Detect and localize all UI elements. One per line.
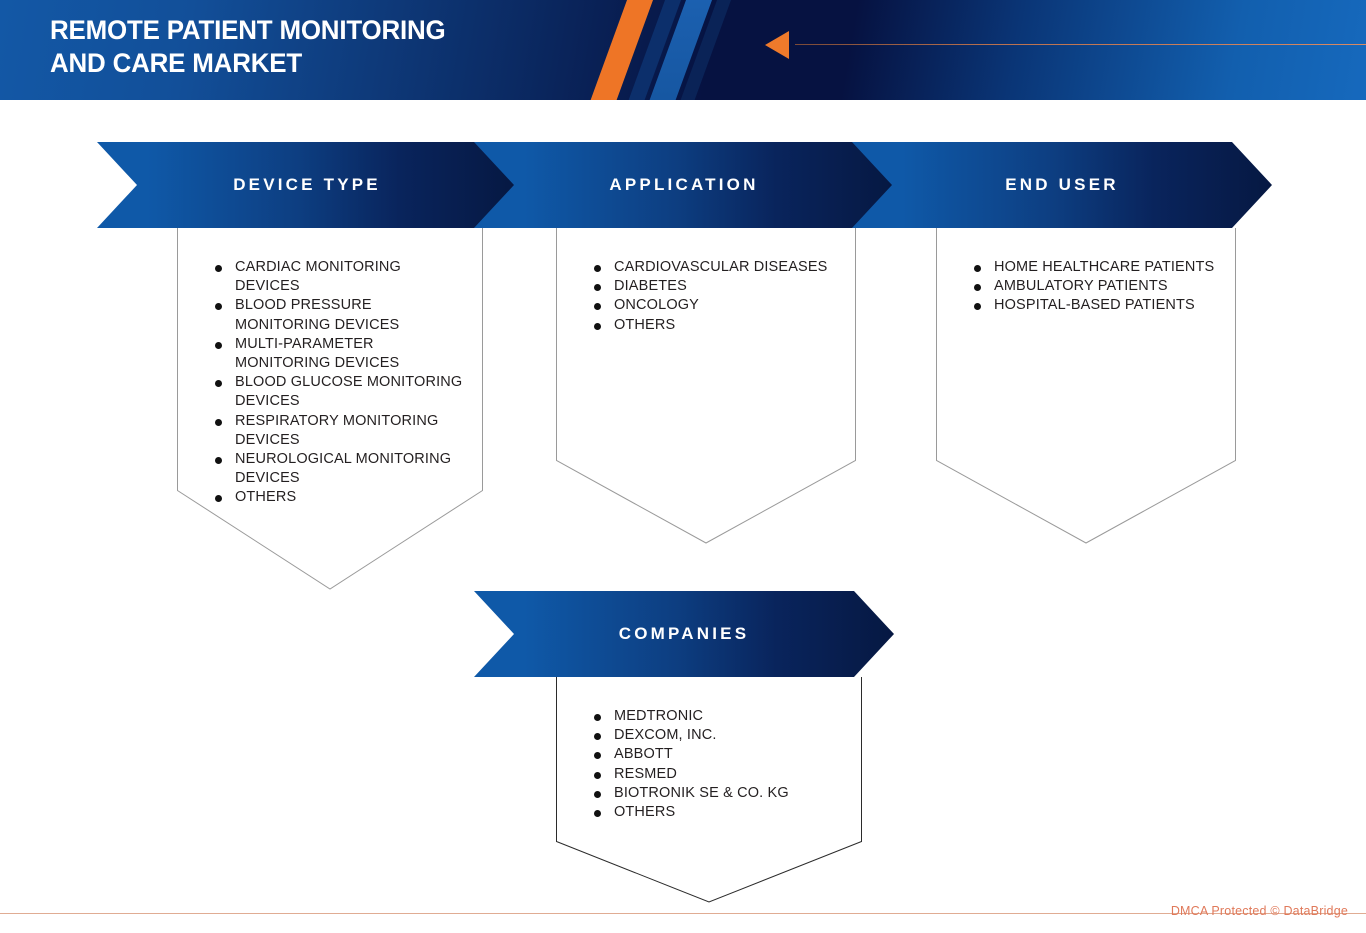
list-item: HOSPITAL-BASED PATIENTS — [974, 296, 1224, 315]
panel-outline-companies — [556, 677, 862, 903]
list-item: DIABETES — [594, 277, 839, 296]
section-header-label: APPLICATION — [609, 175, 759, 194]
header-banner: REMOTE PATIENT MONITORING AND CARE MARKE… — [0, 0, 1366, 100]
list-item: ABBOTT — [594, 745, 849, 764]
list-item: BLOOD PRESSURE MONITORING DEVICES — [215, 296, 465, 334]
list-item: DEXCOM, INC. — [594, 726, 849, 745]
list-item: MULTI-PARAMETER MONITORING DEVICES — [215, 335, 465, 373]
panel-end-user: HOME HEALTHCARE PATIENTS AMBULATORY PATI… — [936, 228, 1236, 544]
dmca-watermark: DMCA Protected © DataBridge — [1170, 904, 1348, 918]
list-item: RESPIRATORY MONITORING DEVICES — [215, 412, 465, 450]
panel-list-device-type: CARDIAC MONITORING DEVICES BLOOD PRESSUR… — [215, 258, 465, 508]
footer-divider — [0, 913, 1366, 914]
panel-outline-end-user — [936, 228, 1236, 544]
panel-list-companies: MEDTRONIC DEXCOM, INC. ABBOTT RESMED BIO… — [594, 707, 849, 822]
list-item: OTHERS — [594, 316, 839, 335]
list-item: BLOOD GLUCOSE MONITORING DEVICES — [215, 373, 465, 411]
section-header-label: END USER — [1005, 175, 1119, 194]
list-item: BIOTRONIK SE & CO. KG — [594, 784, 849, 803]
list-item: CARDIAC MONITORING DEVICES — [215, 258, 465, 296]
list-item: AMBULATORY PATIENTS — [974, 277, 1224, 296]
section-header-application[interactable]: APPLICATION — [474, 142, 894, 228]
list-item: ONCOLOGY — [594, 296, 839, 315]
panel-list-application: CARDIOVASCULAR DISEASES DIABETES ONCOLOG… — [594, 258, 839, 335]
list-item: OTHERS — [594, 803, 849, 822]
left-arrow-icon — [765, 31, 789, 59]
section-header-device-type[interactable]: DEVICE TYPE — [97, 142, 517, 228]
header-horizontal-rule — [795, 44, 1366, 45]
panel-application: CARDIOVASCULAR DISEASES DIABETES ONCOLOG… — [556, 228, 856, 544]
panel-outline-device-type — [177, 228, 483, 590]
list-item: MEDTRONIC — [594, 707, 849, 726]
panel-outline-application — [556, 228, 856, 544]
list-item: CARDIOVASCULAR DISEASES — [594, 258, 839, 277]
list-item: OTHERS — [215, 488, 465, 507]
list-item: RESMED — [594, 765, 849, 784]
panel-device-type: CARDIAC MONITORING DEVICES BLOOD PRESSUR… — [177, 228, 483, 590]
section-header-companies[interactable]: COMPANIES — [474, 591, 894, 677]
list-item: HOME HEALTHCARE PATIENTS — [974, 258, 1224, 277]
section-header-label: DEVICE TYPE — [233, 175, 381, 194]
section-header-label: COMPANIES — [618, 624, 750, 643]
panel-list-end-user: HOME HEALTHCARE PATIENTS AMBULATORY PATI… — [974, 258, 1224, 316]
list-item: NEUROLOGICAL MONITORING DEVICES — [215, 450, 465, 488]
section-header-end-user[interactable]: END USER — [852, 142, 1272, 228]
panel-companies: MEDTRONIC DEXCOM, INC. ABBOTT RESMED BIO… — [556, 677, 862, 903]
page-title: REMOTE PATIENT MONITORING AND CARE MARKE… — [50, 15, 446, 78]
